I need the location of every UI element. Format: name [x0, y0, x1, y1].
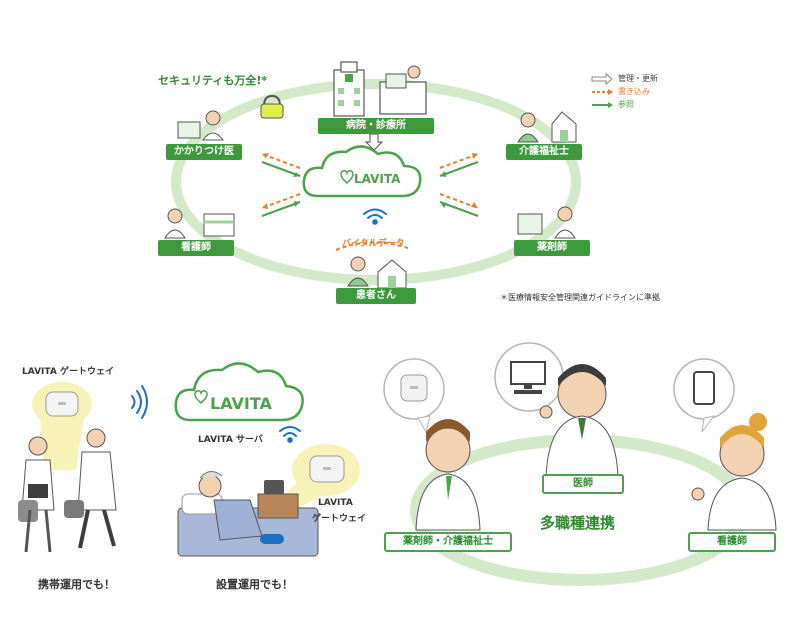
gateway-label-top: LAVITA ゲートウェイ — [22, 367, 114, 377]
computer-icon — [510, 361, 546, 394]
arrows-left — [261, 153, 301, 217]
legend-write: 書き込み — [618, 87, 650, 96]
nurse-person-icon — [691, 413, 777, 531]
nurse-icon — [164, 208, 235, 239]
tablet-icon — [693, 371, 715, 405]
gateway-beam — [40, 418, 84, 470]
legend-symbols — [591, 72, 613, 108]
wifi-icon-top — [363, 208, 387, 225]
cloud-logo-bottom: LAVITA — [210, 394, 272, 413]
cloud-icon-bottom — [174, 362, 304, 422]
family-doctor-icon — [177, 110, 224, 141]
doctor-person-icon — [539, 364, 619, 479]
router-icon — [400, 374, 428, 402]
gateway-device-icon-right — [309, 455, 345, 483]
label-doctor: 医師 — [542, 474, 624, 494]
gateway-device-icon-left — [45, 391, 79, 417]
server-label: LAVITA サーバ — [198, 435, 263, 445]
pharmacist-person-icon — [415, 419, 481, 531]
wifi-icon-left — [131, 385, 148, 419]
node-nurse: 看護師 — [158, 240, 234, 256]
legend-reference: 参照 — [618, 100, 634, 109]
wifi-icon-bottom — [279, 426, 301, 443]
node-care-worker: 介護福祉士 — [506, 144, 582, 160]
node-patient: 患者さん — [336, 288, 416, 304]
node-hospital: 病院・診療所 — [318, 118, 434, 134]
vital-data-arc — [335, 241, 409, 251]
security-note: セキュリティも万全!* — [158, 74, 268, 87]
legend-update: 管理・更新 — [618, 74, 658, 83]
network-ring — [171, 79, 581, 285]
caption-installed: 設置運用でも！ — [216, 578, 293, 591]
lock-icon — [260, 94, 284, 119]
label-nurse: 看護師 — [688, 532, 776, 552]
guideline-footnote: ＊医療情報安全管理関連ガイドラインに準拠 — [500, 293, 660, 302]
walking-nurse-icon — [18, 436, 55, 553]
gateway-label-right-1: LAVITA — [318, 498, 353, 508]
hospital-arrow — [364, 133, 384, 151]
walking-doctor-icon — [64, 428, 117, 549]
label-pharm-care: 薬剤師・介護福祉士 — [384, 532, 512, 552]
pharmacist-icon — [517, 206, 576, 239]
care-worker-icon — [517, 111, 577, 143]
arrows-right — [439, 153, 479, 217]
patient-icon — [347, 256, 407, 289]
bed-scene-icon — [177, 471, 319, 557]
vital-data-label: バイタルデータ — [342, 239, 405, 249]
node-pharmacist: 薬剤師 — [514, 240, 590, 256]
node-family-doctor: かかりつけ医 — [166, 144, 242, 160]
caption-mobile: 携帯運用でも！ — [38, 578, 115, 591]
gateway-label-right-2: ゲートウェイ — [312, 514, 367, 524]
cloud-icon — [302, 145, 422, 198]
cloud-logo-top: LAVITA — [354, 172, 401, 186]
team-center-label: 多職種連携 — [540, 514, 616, 532]
hospital-icon — [333, 61, 427, 117]
